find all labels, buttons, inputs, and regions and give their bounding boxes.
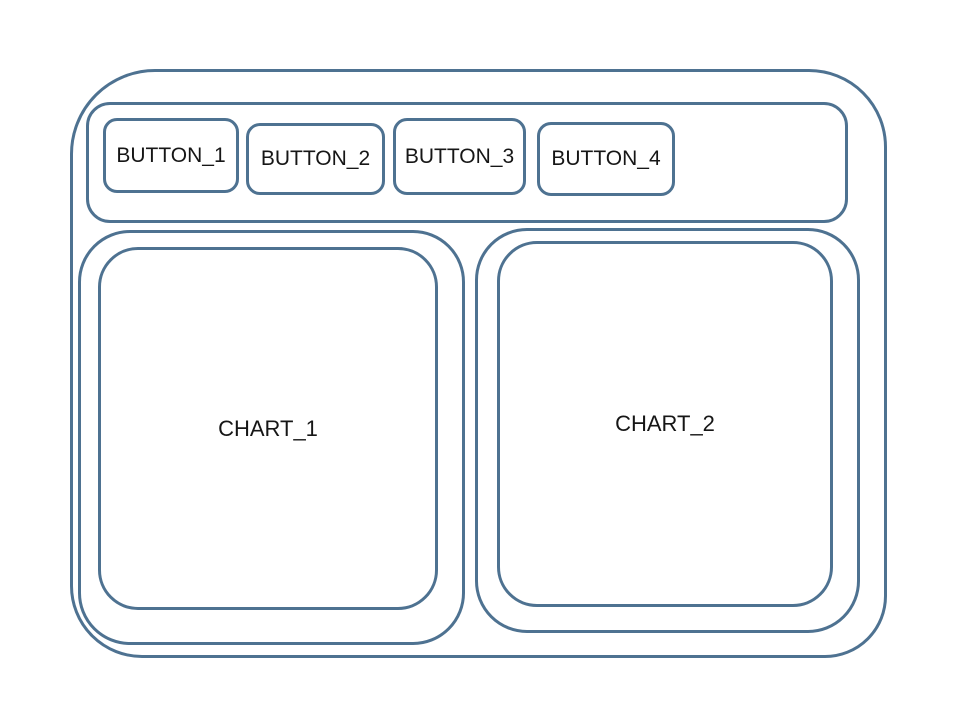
button-2[interactable]: BUTTON_2 bbox=[246, 123, 385, 195]
button-2-label: BUTTON_2 bbox=[260, 147, 371, 170]
chart-2-panel bbox=[475, 228, 860, 633]
button-1[interactable]: BUTTON_1 bbox=[103, 118, 239, 193]
toolbar bbox=[86, 102, 848, 223]
button-3[interactable]: BUTTON_3 bbox=[393, 118, 526, 195]
button-4-label: BUTTON_4 bbox=[551, 147, 661, 170]
chart-2-area: CHART_2 bbox=[497, 241, 833, 607]
chart-1-area: CHART_1 bbox=[98, 247, 438, 610]
button-1-label: BUTTON_1 bbox=[116, 143, 226, 167]
chart-2-label: CHART_2 bbox=[615, 411, 715, 436]
button-3-label: BUTTON_3 bbox=[404, 144, 515, 168]
chart-1-label: CHART_1 bbox=[218, 415, 318, 441]
button-4[interactable]: BUTTON_4 bbox=[537, 122, 675, 196]
chart-1-panel bbox=[78, 230, 465, 645]
app-window-frame bbox=[70, 69, 887, 658]
